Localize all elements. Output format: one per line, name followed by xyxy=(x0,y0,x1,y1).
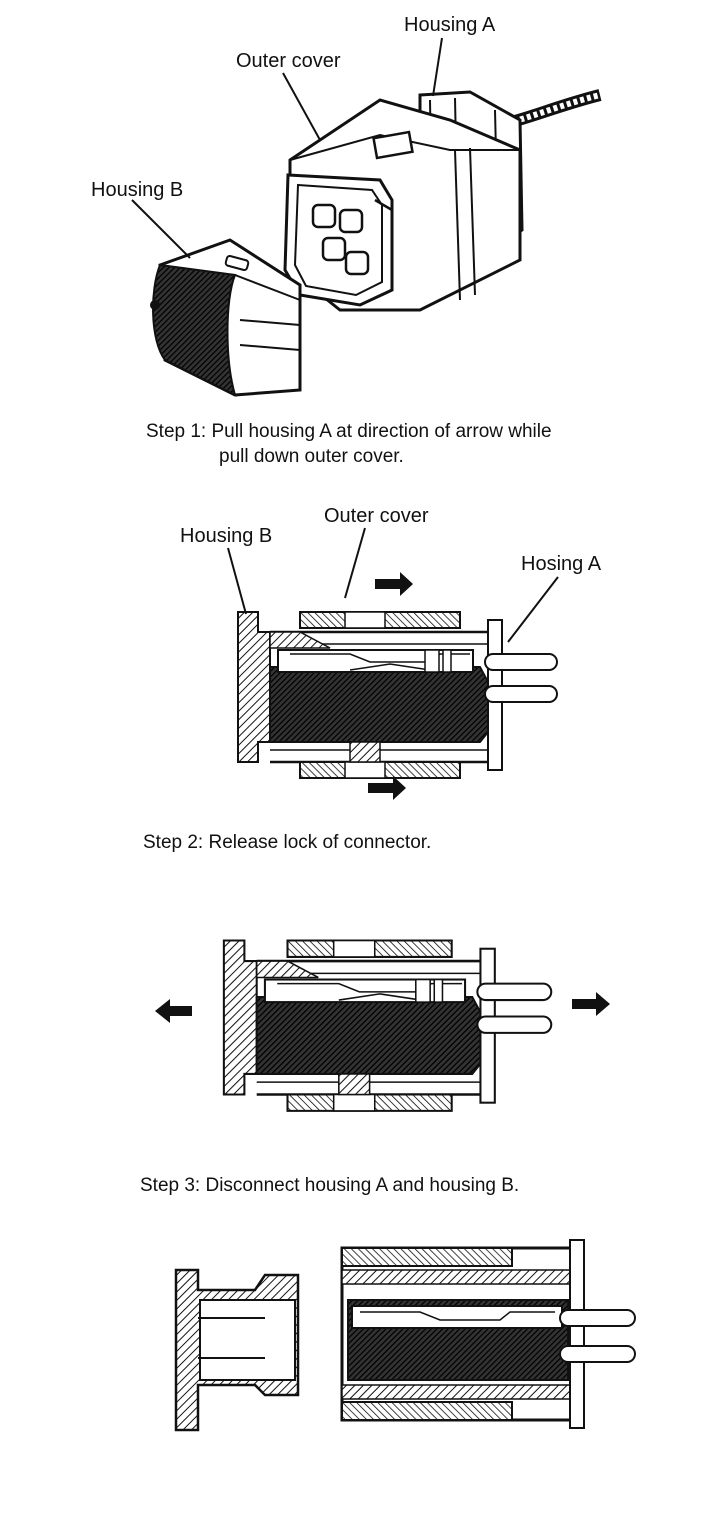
arrow-right-bottom-icon xyxy=(368,776,406,800)
label-housing-a-fig1: Housing A xyxy=(404,14,496,36)
leader-outer-cover-2 xyxy=(344,527,366,599)
leader-housing-b-1 xyxy=(131,199,191,259)
step2-text: Step 2: Release lock of connector. xyxy=(143,832,432,853)
figure3-cross-section xyxy=(155,939,610,1113)
step3-text: Step 3: Disconnect housing A and housing… xyxy=(140,1175,520,1196)
leader-outer-cover-1 xyxy=(282,72,321,141)
step1-line1: Step 1: Pull housing A at direction of a… xyxy=(146,421,552,442)
leader-housing-a-2 xyxy=(507,576,559,643)
label-housing-b-fig1: Housing B xyxy=(91,179,184,201)
label-outer-cover-fig1: Outer cover xyxy=(236,50,341,72)
label-outer-cover-fig2: Outer cover xyxy=(324,505,429,527)
leader-housing-a-1 xyxy=(432,37,443,97)
arrow-right-icon xyxy=(572,992,610,1016)
label-housing-a-fig2: Hosing A xyxy=(521,553,602,575)
label-housing-b-fig2: Housing B xyxy=(180,525,273,547)
step1-line2: pull down outer cover. xyxy=(219,446,404,467)
housing-a-separated xyxy=(340,1239,636,1429)
figure2-cross-section xyxy=(236,572,559,800)
arrow-right-top-icon xyxy=(375,572,413,596)
arrow-left-icon xyxy=(155,999,192,1023)
figure4-disconnected xyxy=(174,1239,636,1432)
leader-housing-b-2 xyxy=(227,547,247,615)
figure1-isometric xyxy=(150,89,602,397)
